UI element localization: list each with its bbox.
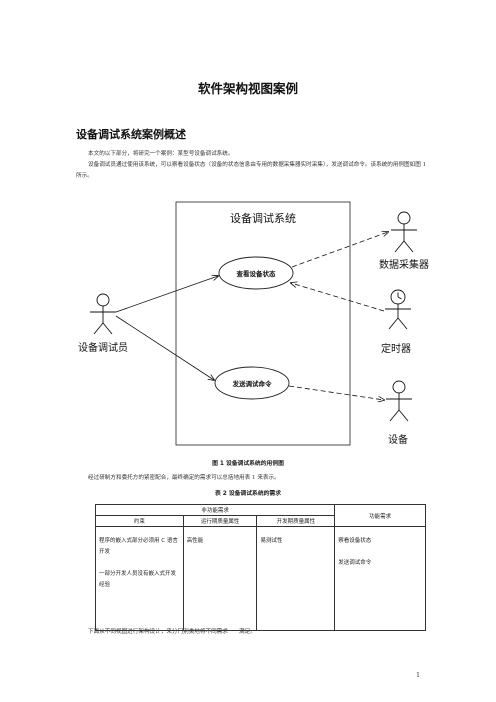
actor-device [386,380,412,422]
table-caption: 表 2 设备调试系统的需求 [214,491,282,497]
actor-operator-label: 设备调试员 [78,341,128,354]
table-intro: 经过研制方和委托方的紧密配合，最终确定的需求可以总括地用表 1 来表示。 [88,475,280,481]
requirements-table: 非功能需求 功能需求 约束 运行期质量属性 开发期质量属性 程序的嵌入式部分必须… [94,504,426,631]
assoc-operator-send-command [115,315,214,380]
functional-cell: 察看设备状态 发送调试命令 [334,526,426,631]
use-case-send-command [214,366,290,400]
section-heading: 设备调试系统案例概述 [76,128,186,141]
assoc-operator-view-status [115,276,218,313]
functional-item: 发送调试命令 [338,560,372,566]
header-nonfunctional: 非功能需求 [94,504,336,516]
use-case-send-command-label: 发送调试命令 [232,379,273,388]
intro-paragraph: 本文的以下部分，将研究一个案例：某型号设备调试系统。 [88,151,234,157]
constraint-item: 程序的嵌入式部分必须用 C 语言开发 [99,538,178,555]
use-case-view-status [218,256,294,290]
document-title: 软件架构视图案例 [197,81,298,96]
actor-timer [385,289,411,330]
actor-data-collector-label: 数据采集器 [379,258,429,271]
assoc-view-status-collector [291,232,388,268]
functional-item: 察看设备状态 [338,538,372,544]
actor-device-label: 设备 [388,433,408,446]
assoc-timer-view-status [291,283,385,312]
column-runtime-quality: 运行期质量属性 [182,515,258,527]
actor-timer-label: 定时器 [381,342,411,355]
constraints-cell: 程序的嵌入式部分必须用 C 语言开发 一部分开发人员没有嵌入式开发经验 [95,526,184,631]
actor-operator [90,293,116,335]
use-case-diagram: 设备调试系统 查看设备状态 发送调试命令 设备调试员 数据采集器 定时器 设备 [78,201,429,446]
description-paragraph: 设备调试员通过使用该系统，可以察看设备状态（设备的状态信息由专用的数据采集器实时… [76,162,427,179]
system-name: 设备调试系统 [230,211,296,225]
actor-data-collector [391,211,417,253]
figure-caption: 图 1 设备调试系统的用例图 [212,461,284,467]
column-constraints: 约束 [95,515,184,527]
constraint-item: 一部分开发人员没有嵌入式开发经验 [99,571,177,588]
column-devtime-quality: 开发期质量属性 [256,515,336,527]
assoc-send-command-device [288,385,384,400]
closing-paragraph: 下面从不同视图进行架构设计，来分门别类地将不同需求一一满足。 [88,629,256,635]
runtime-quality-cell: 高性能 [182,526,258,631]
devtime-quality-cell: 易测试性 [256,526,336,631]
use-case-view-status-label: 查看设备状态 [237,269,277,278]
header-functional: 功能需求 [334,504,426,527]
system-boundary [175,201,351,446]
page-number: 1 [416,672,420,679]
